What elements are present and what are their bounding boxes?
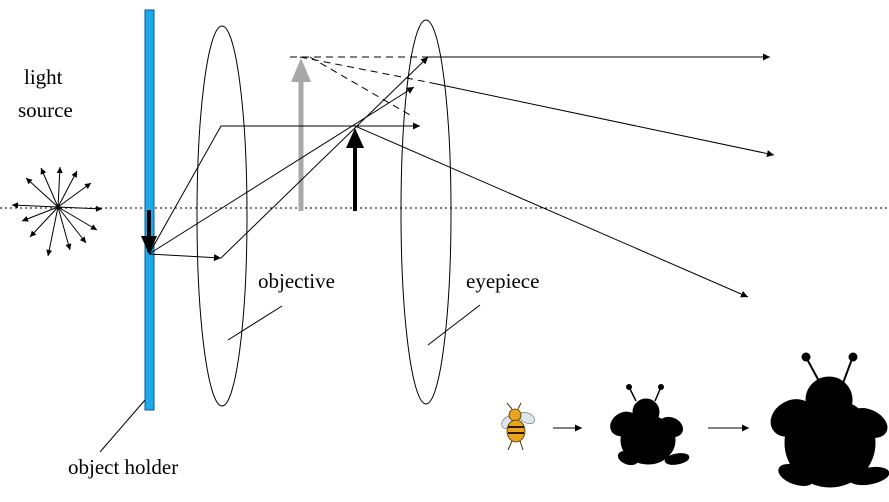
object-holder-leader-line <box>99 399 146 453</box>
eyepiece-label: eyepiece <box>466 269 540 293</box>
intermediate-image-arrowhead <box>291 58 311 82</box>
virtual-ray-lines <box>290 56 433 116</box>
bee-large-silhouette-icon <box>770 352 889 488</box>
object-arrowhead <box>141 236 157 254</box>
objective-label: objective <box>258 269 335 293</box>
bee-small-icon <box>501 402 535 451</box>
objective-lens <box>196 25 248 407</box>
bee-medium-silhouette-icon <box>610 384 690 466</box>
light-source-label-line2: source <box>18 98 73 122</box>
light-source-label-line1: light <box>24 65 63 89</box>
eyepiece-lens <box>400 19 452 405</box>
ray-paths <box>148 53 775 298</box>
eyepiece-leader-line <box>427 304 481 346</box>
image-arrowhead <box>346 128 364 148</box>
object-holder-label: object holder <box>68 455 179 479</box>
light-source-icon <box>11 166 103 257</box>
objective-leader-line <box>227 305 283 341</box>
